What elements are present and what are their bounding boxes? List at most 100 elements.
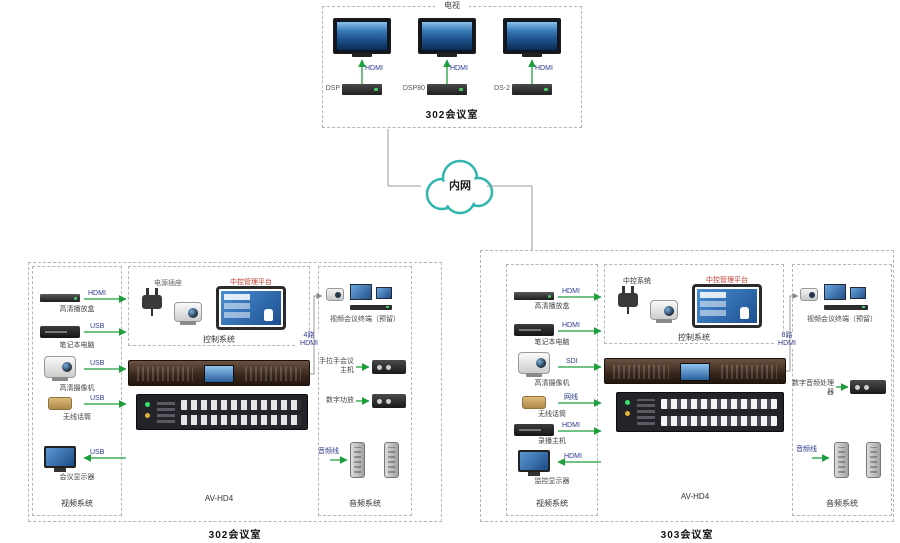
touch-panel-icon	[692, 284, 762, 328]
device-label: 监控显示器	[534, 478, 570, 485]
matrix-buttons	[157, 401, 175, 423]
device-label: 高清播放盒	[59, 306, 95, 313]
power-plug-icon	[616, 286, 640, 314]
plug-cord	[627, 307, 629, 314]
vc-monitor-icon	[850, 287, 866, 299]
av-controller-rack	[128, 360, 310, 386]
plug-prongs	[622, 286, 625, 294]
tv-screen-3	[503, 18, 561, 57]
decoder-box	[427, 84, 467, 95]
device-label: 录播主机	[538, 438, 566, 445]
matrix-ports-top	[661, 399, 777, 409]
amplifier-icon	[372, 394, 406, 408]
vc-label: 视频会议终端（预留）	[330, 316, 400, 323]
decoder-name: DSP80	[402, 85, 425, 92]
device-label: 笔记本电脑	[534, 339, 570, 346]
room302-control-box	[128, 266, 310, 346]
plug-body	[618, 293, 638, 307]
room302-audio-box	[318, 266, 412, 516]
cable-label: USB	[90, 449, 105, 456]
room302-control-caption: 控制系统	[203, 335, 235, 344]
matrix-ports-bottom	[181, 415, 301, 425]
cable-label: 网线	[564, 394, 578, 401]
vc-camera-icon	[800, 288, 818, 301]
laptop-icon	[40, 326, 80, 338]
matrix-ports-top	[181, 400, 301, 410]
plug-cord	[151, 309, 153, 316]
room302-rack-caption: AV-HD4	[204, 494, 234, 503]
matrix-ports-bottom	[661, 416, 777, 426]
recorder-icon	[514, 424, 554, 436]
plug-label: 电源插座	[154, 280, 182, 287]
panel-label: 中控管理平台	[706, 277, 748, 284]
control-camera-icon	[650, 300, 678, 323]
device-label: 笔记本电脑	[59, 342, 95, 349]
matrix-switcher	[616, 392, 784, 432]
decoder-name: DSP	[325, 85, 340, 92]
hd-player-icon	[40, 294, 80, 302]
decoder-box	[342, 84, 382, 95]
conference-host-icon	[372, 360, 406, 374]
room303-caption: 303会议室	[660, 530, 714, 541]
feed-cable-label: 4路 HDMI	[296, 332, 322, 349]
wireless-mic-icon	[522, 396, 546, 409]
hd-player-icon	[514, 292, 554, 300]
device-label: 数字功放	[326, 397, 354, 404]
device-label: 无线话筒	[63, 414, 91, 421]
cable-label: HDMI	[562, 288, 580, 295]
plug-body	[142, 295, 162, 309]
tv-picture	[422, 22, 472, 50]
rack-display	[680, 363, 710, 381]
cable-label: HDMI	[564, 453, 582, 460]
room303-box	[480, 250, 894, 522]
cloud-icon	[425, 159, 494, 215]
laptop-icon	[514, 324, 554, 336]
matrix-leds	[145, 402, 150, 407]
touch-panel-screen	[221, 291, 281, 325]
hdmi-cable-label: HDMI	[450, 65, 468, 72]
vc-monitor-icon	[350, 284, 372, 300]
panel-label: 中控管理平台	[230, 279, 272, 286]
cable-label: USB	[90, 360, 105, 367]
tv-screen-1	[333, 18, 391, 57]
matrix-buttons	[637, 399, 655, 425]
room303-video-caption: 视频系统	[536, 499, 568, 508]
vc-codec-icon	[824, 305, 868, 310]
speaker-cable-label: 音频线	[318, 448, 339, 455]
cable-label: USB	[90, 395, 105, 402]
ptz-camera-icon	[44, 356, 76, 381]
hdmi-cable-label: HDMI	[535, 65, 553, 72]
room303-video-box	[506, 264, 598, 516]
speaker-icon	[384, 442, 399, 478]
device-label: 高清摄像机	[534, 380, 570, 387]
top-room-caption: 302会议室	[425, 110, 479, 121]
decoder-box	[512, 84, 552, 95]
tv-picture	[337, 22, 387, 50]
room302-video-caption: 视频系统	[61, 499, 93, 508]
av-controller-rack	[604, 358, 786, 384]
cable-label: USB	[90, 323, 105, 330]
device-label: 高清播放盒	[534, 303, 570, 310]
vc-monitor-icon	[376, 287, 392, 299]
room302-caption: 302会议室	[208, 530, 262, 541]
room303-control-caption: 控制系统	[678, 333, 710, 342]
room302-box	[28, 262, 442, 522]
vc-label: 视频会议终端（预留）	[807, 316, 877, 323]
vc-camera-icon	[326, 288, 344, 301]
touch-panel-icon	[216, 286, 286, 330]
room303-control-box	[604, 264, 784, 344]
cloud-label: 内网	[449, 180, 471, 192]
matrix-switcher	[136, 394, 308, 430]
feed-cable-label: 8路 HDMI	[774, 332, 800, 349]
device-label: 数字音频处理器	[792, 380, 834, 396]
room303-rack-caption: AV-HD4	[680, 492, 710, 501]
top-room-title: 电视	[435, 1, 469, 11]
device-label: 无线话筒	[538, 411, 566, 418]
hdmi-cable-label: HDMI	[365, 65, 383, 72]
tv-screen-2	[418, 18, 476, 57]
room302-video-box	[32, 266, 122, 516]
speaker-icon	[834, 442, 849, 478]
plug-label: 中控系统	[623, 278, 651, 285]
touch-panel-screen	[697, 289, 757, 323]
